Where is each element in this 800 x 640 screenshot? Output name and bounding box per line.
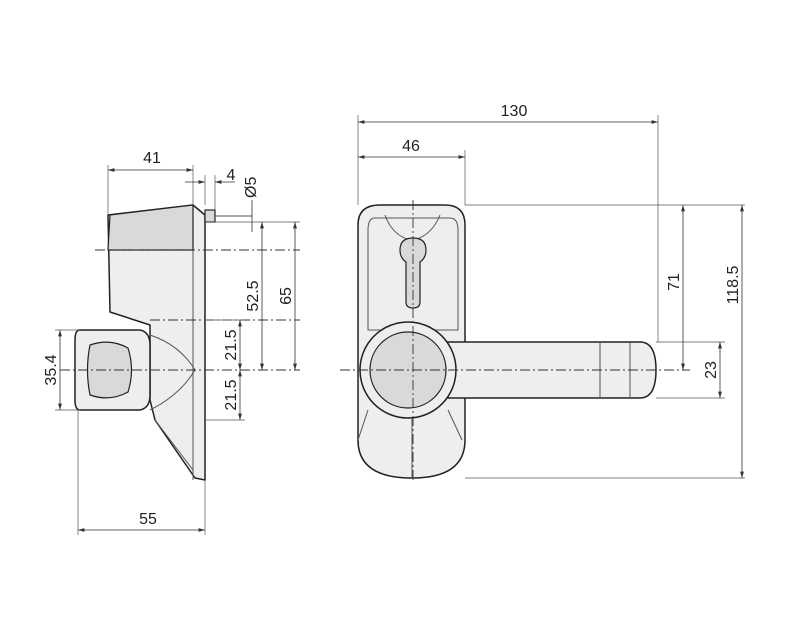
side-mount-plate — [107, 204, 206, 481]
dim-front-total-height: 118.5 — [725, 265, 742, 304]
side-pin — [204, 209, 216, 223]
dim-front-plate-width: 46 — [402, 138, 420, 155]
dim-front-lever-width: 23 — [703, 361, 720, 379]
dim-side-offset-lower: 21.5 — [223, 379, 240, 410]
side-plate-edge — [154, 205, 194, 480]
dim-front-lever-to-top: 71 — [666, 273, 683, 291]
dim-side-height-total: 65 — [278, 287, 295, 305]
dim-side-handle-height: 35.4 — [43, 354, 60, 385]
dim-side-pin-length: 4 — [227, 167, 236, 184]
dim-side-pin-diameter: Ø5 — [243, 177, 260, 198]
side-cap — [107, 204, 194, 251]
dim-side-depth-top: 41 — [143, 150, 161, 167]
dim-side-height-upper: 52.5 — [245, 280, 262, 311]
front-backplate-inner — [367, 217, 459, 331]
front-view: 130 46 71 118.5 23 — [340, 103, 745, 480]
dim-side-offset-upper: 21.5 — [223, 329, 240, 360]
dim-front-total-width: 130 — [501, 103, 528, 120]
side-view: 41 4 Ø5 52.5 65 21.5 21.5 35.4 55 — [43, 150, 300, 535]
dim-side-depth-bottom: 55 — [139, 511, 157, 528]
